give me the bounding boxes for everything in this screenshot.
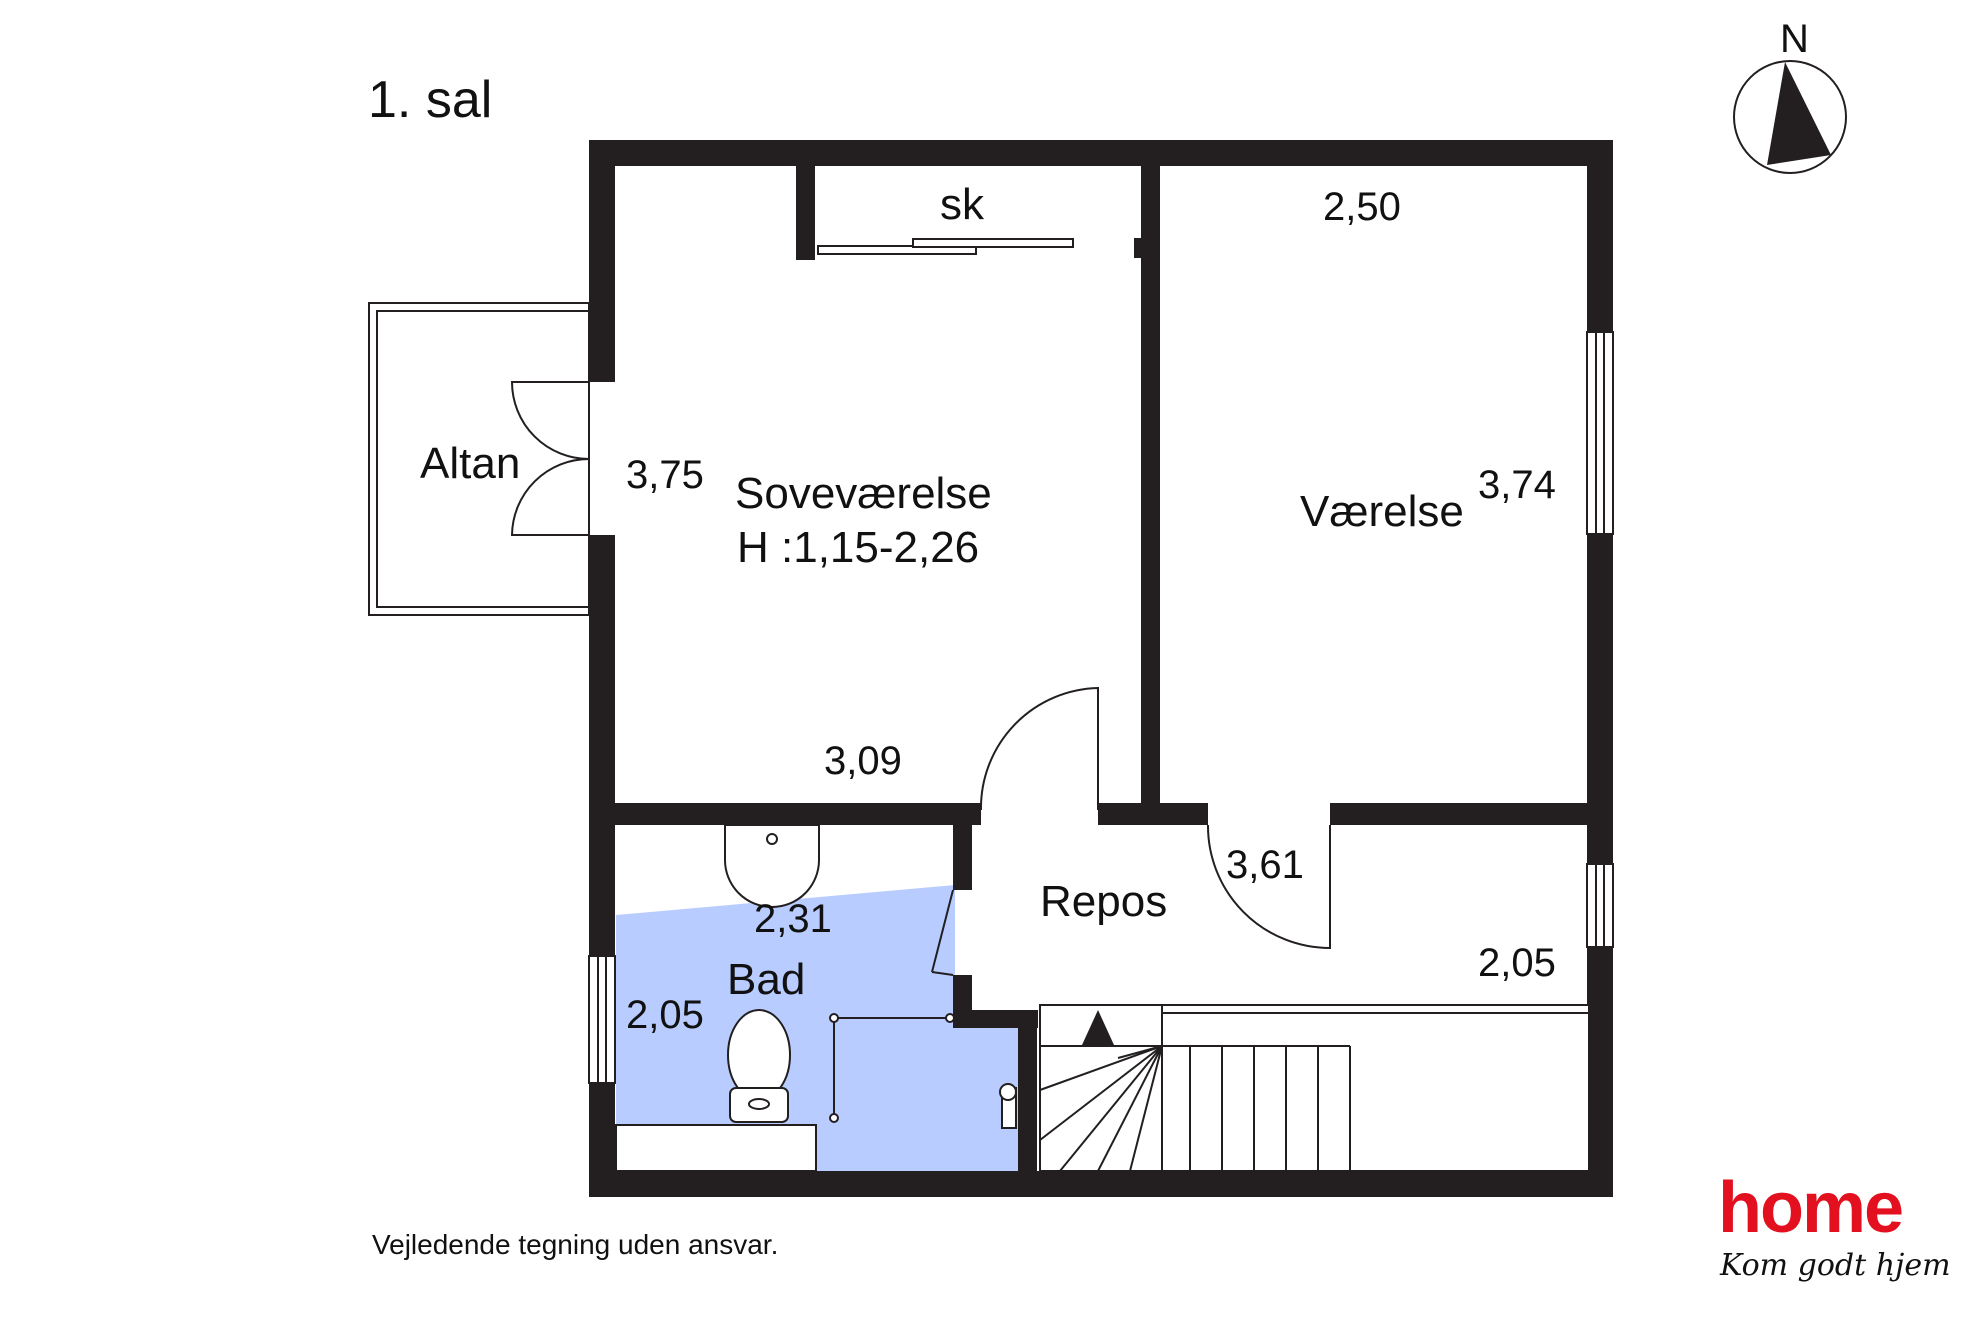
dim-vaer-depth: 3,74: [1478, 463, 1556, 507]
dim-sove-width: 3,09: [824, 739, 902, 783]
bedroom-door: [979, 686, 1099, 811]
closet-sliding-doors: [817, 238, 1074, 255]
inner-walls: [613, 160, 1589, 1180]
dim-vaer-width: 2,50: [1323, 185, 1401, 229]
room-label-altan: Altan: [420, 439, 520, 488]
outer-walls: [589, 140, 1613, 1197]
room-label-bad: Bad: [727, 955, 805, 1004]
north-compass-icon: N: [1733, 17, 1847, 174]
windows: [588, 331, 1614, 1084]
room-door: [1206, 824, 1331, 950]
room-label-vaerelse: Værelse: [1300, 487, 1464, 536]
shower-icon: [829, 1013, 1017, 1129]
toilet-icon: [727, 1009, 791, 1123]
closet-label: sk: [940, 180, 985, 229]
stair-arrow-icon: [1082, 1010, 1114, 1045]
staircase: [1039, 1004, 1590, 1172]
bathroom-floor: [616, 885, 1021, 1171]
home-logo: home Kom godt hjem: [1718, 1168, 1951, 1283]
bathroom-counter: [615, 1124, 817, 1172]
dim-bad-width: 2,31: [754, 897, 832, 941]
dim-sove-depth: 3,75: [626, 453, 704, 497]
brand-name: home: [1718, 1168, 1902, 1248]
balcony-door: [510, 381, 590, 536]
dim-repos-depth: 2,05: [1478, 941, 1556, 985]
sink-icon: [724, 824, 820, 908]
brand-tagline: Kom godt hjem: [1719, 1248, 1951, 1283]
dim-repos-width: 3,61: [1226, 843, 1304, 887]
room-label-repos: Repos: [1040, 877, 1167, 926]
dim-bad-depth: 2,05: [626, 993, 704, 1037]
disclaimer: Vejledende tegning uden ansvar.: [372, 1229, 778, 1260]
floor-title: 1. sal: [368, 71, 492, 129]
north-label: N: [1780, 17, 1809, 61]
room-label-sovevaerelse: Soveværelse: [735, 469, 992, 518]
room-height-label: H :1,15-2,26: [737, 523, 979, 572]
bath-door: [931, 889, 954, 976]
